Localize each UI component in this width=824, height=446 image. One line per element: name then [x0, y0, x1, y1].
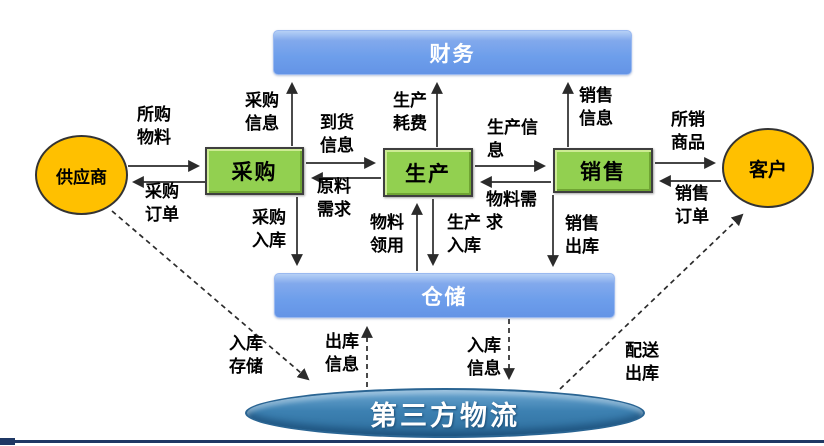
edge-label-delivery-outbound: 配送 出库 — [625, 341, 659, 384]
edge-label-sales-info: 销售 信息 — [579, 86, 613, 129]
node-customer: 客户 — [722, 128, 814, 208]
edge-label-procurement-info: 采购 信息 — [245, 91, 279, 134]
edge-label-material-demand: 物料需 求 — [486, 190, 537, 233]
node-warehouse: 仓储 — [274, 273, 615, 318]
node-sales: 销售 — [553, 148, 653, 193]
node-supplier: 供应商 — [35, 135, 128, 215]
edge-label-procurement-inbound: 采购 入库 — [252, 208, 286, 251]
edge-label-arrival-info: 到货 信息 — [320, 113, 354, 156]
edge-label-production-inbound: 生产 入库 — [447, 213, 481, 256]
edge-label-raw-material-demand: 原料 需求 — [317, 177, 351, 220]
bottom-rule — [0, 440, 824, 443]
arrow-supplier-to-logistics — [111, 210, 310, 381]
node-finance: 财务 — [273, 30, 632, 75]
node-procurement: 采购 — [205, 147, 304, 195]
arrow-logistics-to-customer — [559, 213, 744, 390]
node-production: 生产 — [383, 148, 473, 197]
edge-label-inbound-storage: 入库 存储 — [229, 334, 263, 377]
edge-label-production-info: 生产信 息 — [487, 118, 538, 161]
node-logistics: 第三方物流 — [245, 388, 645, 438]
edge-label-material-requisition: 物料 领用 — [370, 213, 404, 256]
edge-label-purchased-materials: 所购 物料 — [137, 105, 171, 148]
edge-label-production-cost: 生产 耗费 — [393, 91, 427, 134]
edge-label-purchase-order: 采购 订单 — [145, 182, 179, 225]
edge-label-inbound-info: 入库 信息 — [467, 336, 501, 379]
edge-label-sales-order: 销售 订单 — [675, 184, 709, 227]
edge-label-sold-goods: 所销 商品 — [671, 110, 705, 153]
edge-label-sales-outbound: 销售 出库 — [565, 214, 599, 257]
edge-label-outbound-info: 出库 信息 — [325, 332, 359, 375]
